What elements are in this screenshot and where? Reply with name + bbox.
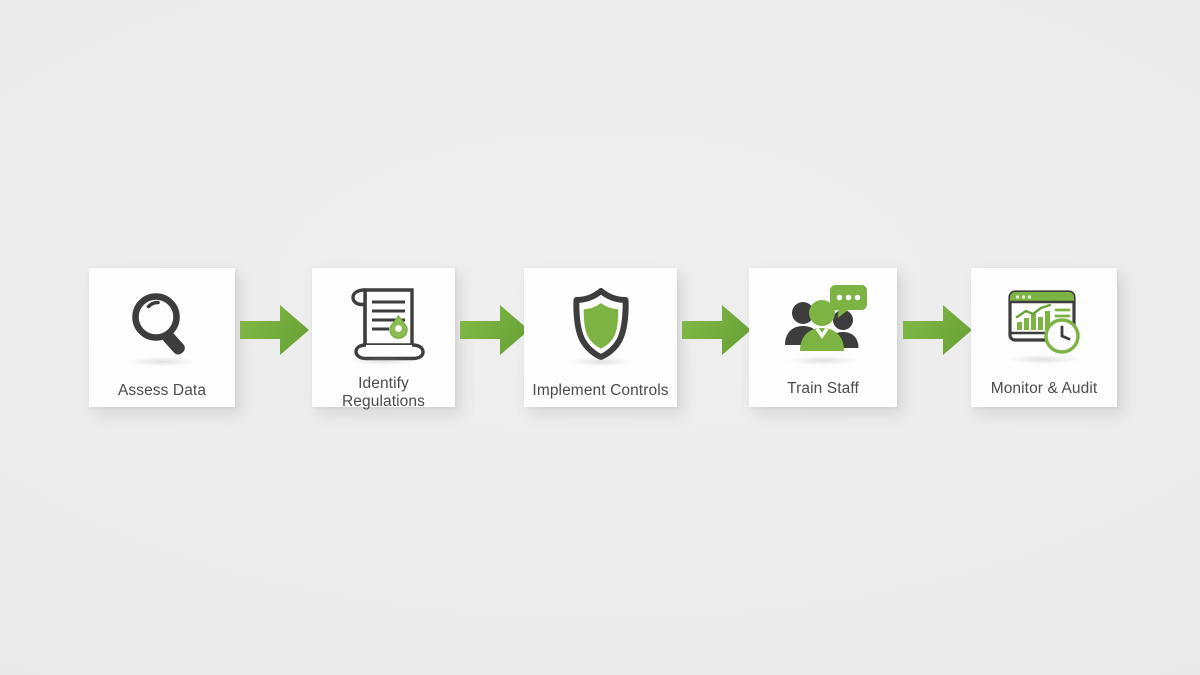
arrow-right-icon-3: [682, 303, 752, 357]
process-step-label-3: Implement Controls: [532, 382, 669, 399]
arrow-right-icon-2: [460, 303, 530, 357]
arrow-right-icon-1: [240, 303, 310, 357]
process-step-card-1[interactable]: Assess Data: [89, 268, 235, 407]
process-step-label-5: Monitor & Audit: [990, 380, 1098, 397]
people-group-icon: [777, 283, 869, 365]
process-step-label-2: Identify Regulations: [342, 375, 425, 410]
process-step-card-2[interactable]: Identify Regulations: [312, 268, 455, 410]
shield-icon: [561, 286, 641, 366]
dashboard-clock-icon: [999, 284, 1089, 364]
arrow-right-icon-4: [903, 303, 973, 357]
magnifier-icon: [119, 286, 205, 366]
process-step-card-3[interactable]: Implement Controls: [524, 268, 677, 407]
process-step-card-5[interactable]: Monitor & Audit: [971, 268, 1117, 407]
process-step-label-4: Train Staff: [787, 380, 859, 397]
process-step-card-4[interactable]: Train Staff: [749, 268, 897, 407]
scroll-document-icon: [340, 283, 428, 365]
process-step-label-1: Assess Data: [117, 382, 207, 399]
